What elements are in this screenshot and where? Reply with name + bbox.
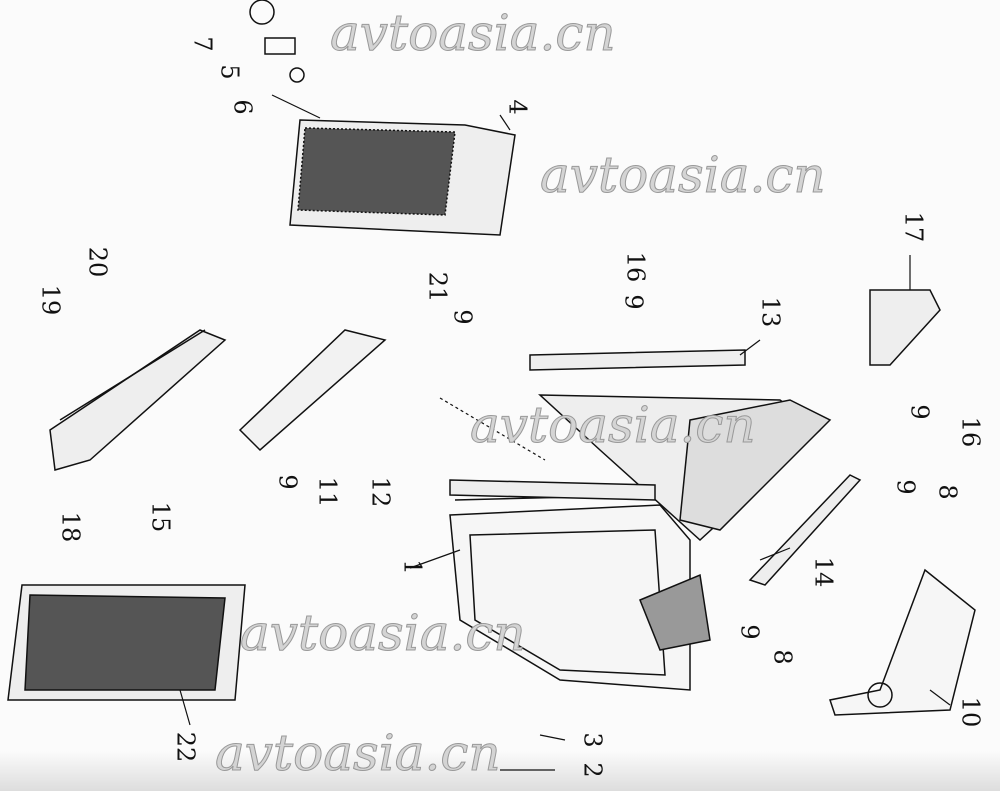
part-label: 4 <box>503 99 532 115</box>
bracket-17 <box>869 289 941 366</box>
part-label: 10 <box>956 696 985 728</box>
part-label: 9 <box>891 479 920 495</box>
part-label: 16 <box>621 251 650 283</box>
bracket-15 <box>238 329 387 452</box>
bolt-5 <box>264 37 296 55</box>
part-label: 22 <box>171 731 200 763</box>
part-label: 7 <box>188 36 217 52</box>
part-label: 5 <box>215 64 244 80</box>
watermark: avtoasia.cn <box>215 724 502 782</box>
part-label: 3 <box>578 732 607 748</box>
watermark: avtoasia.cn <box>470 396 757 454</box>
rail-14 <box>748 474 862 586</box>
part-label: 13 <box>756 296 785 328</box>
screen-panel-top <box>289 119 516 236</box>
rail-12 <box>449 479 656 501</box>
cover-10 <box>829 568 976 716</box>
part-label: 11 <box>313 476 342 508</box>
part-label: 18 <box>56 511 85 543</box>
part-label: 6 <box>228 99 257 115</box>
screen-panel-bottom <box>7 584 246 701</box>
main-frame-1 <box>449 394 832 691</box>
watermark: avtoasia.cn <box>240 604 527 662</box>
washer-6 <box>289 67 305 83</box>
part-label: 9 <box>735 624 764 640</box>
part-label: 19 <box>36 284 65 316</box>
part-label: 9 <box>619 294 648 310</box>
part-label: 9 <box>273 474 302 490</box>
leader-lines <box>179 94 951 771</box>
part-label: 2 <box>578 762 607 778</box>
part-label: 9 <box>905 404 934 420</box>
part-label: 9 <box>448 309 477 325</box>
part-label: 14 <box>809 556 838 588</box>
part-label: 8 <box>933 484 962 500</box>
bar-18 <box>49 329 227 471</box>
part-label: 20 <box>83 246 112 278</box>
rail-13 <box>529 349 746 371</box>
part-label: 12 <box>366 476 395 508</box>
part-label: 8 <box>768 649 797 665</box>
watermark: avtoasia.cn <box>540 146 827 204</box>
part-label: 17 <box>899 211 928 243</box>
part-label: 16 <box>956 416 985 448</box>
part-label: 1 <box>398 559 427 575</box>
part-label: 21 <box>423 271 452 303</box>
scan-shadow <box>0 751 1000 791</box>
o-ring <box>249 0 275 25</box>
part-label: 15 <box>146 501 175 533</box>
watermark: avtoasia.cn <box>330 4 617 62</box>
